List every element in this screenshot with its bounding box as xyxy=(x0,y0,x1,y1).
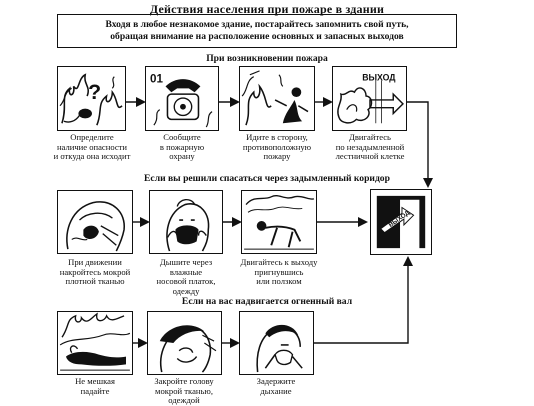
caption-line: лестничной клетке xyxy=(335,151,405,162)
number-label: 01 xyxy=(150,73,163,86)
page-title: Действия населения при пожаре в здании xyxy=(149,2,385,16)
caption-go-away-from-fire: Идите в сторону, противоположную пожару xyxy=(227,132,327,162)
caption-line: охрану xyxy=(169,151,195,162)
intro-line-2: обращая внимание на расположение основны… xyxy=(110,31,404,42)
caption-line: наличие опасности xyxy=(56,141,128,152)
caption-detect-danger: Определите наличие опасности и откуда он… xyxy=(42,132,142,162)
caption-line: пожару xyxy=(263,151,291,162)
panel-cover-head xyxy=(147,311,222,375)
exit-door: ВЫХОД xyxy=(370,189,432,255)
caption-line: Закройте голову xyxy=(154,376,214,386)
caption-line: Определите xyxy=(70,132,114,142)
caption-line: накройтесь мокрой xyxy=(59,266,131,277)
section-heading-fire-start: При возникновении пожара xyxy=(206,53,328,64)
caption-line: дыхание xyxy=(260,385,292,396)
person-holding-breath-icon xyxy=(256,324,303,373)
intro-line-1: Входя в любое незнакомое здание, постара… xyxy=(105,19,409,30)
panel-go-away-from-fire xyxy=(239,66,315,131)
panel-crawl-to-exit xyxy=(241,190,317,254)
caption-line: одеждой xyxy=(168,395,200,406)
exit-door-icon: ВЫХОД xyxy=(376,195,426,251)
caption-breathe-through-cloth: Дышите через влажные носовой платок, оде… xyxy=(136,257,236,296)
caption-line: При движении xyxy=(68,257,122,267)
person-covering-head-icon xyxy=(66,201,125,252)
caption-drop-down: Не мешкая падайте xyxy=(45,376,145,396)
caption-line: носовой платок, xyxy=(156,276,216,287)
caption-call-fire-service: Сообщите в пожарную охрану xyxy=(132,132,232,162)
section-heading-fire-wall: Если на вас надвигается огненный вал xyxy=(181,296,353,307)
caption-line: Сообщите xyxy=(163,132,201,142)
caption-line: падайте xyxy=(80,385,110,396)
svg-text:?: ? xyxy=(88,80,101,104)
panel-detect-danger: ? xyxy=(57,66,126,131)
caption-line: мокрой тканью, xyxy=(155,385,213,396)
intro-box: Входя в любое незнакомое здание, постара… xyxy=(57,14,457,48)
caption-crawl-to-exit: Двигайтесь к выходу пригнувшись или полз… xyxy=(229,257,329,287)
panel-cover-with-wet-cloth xyxy=(57,190,133,254)
caption-line: Не мешкая xyxy=(75,376,115,386)
caption-line: противоположную xyxy=(242,141,312,152)
caption-line: Идите в сторону, xyxy=(246,132,308,142)
panel-drop-down xyxy=(57,311,133,375)
caption-line: или ползком xyxy=(256,276,302,287)
question-fire-icon: ? xyxy=(59,73,123,126)
caption-hold-breath: Задержите дыхание xyxy=(226,376,326,396)
caption-line: влажные xyxy=(169,266,203,277)
fire-icon xyxy=(241,70,309,126)
panel-breathe-through-cloth xyxy=(149,190,223,254)
exit-sign-label: ВЫХОД xyxy=(362,73,396,83)
caption-line: по незадымленной xyxy=(335,141,405,152)
caption-cover-head: Закройте голову мокрой тканью, одеждой xyxy=(134,376,234,406)
section-heading-smoky-corridor: Если вы решили спасаться через задымленн… xyxy=(144,173,390,184)
panel-smokeless-stairs: ВЫХОД xyxy=(332,66,407,131)
person-wet-cloth-icon xyxy=(159,325,217,373)
panel-hold-breath xyxy=(239,311,314,375)
telephone-icon: 01 xyxy=(150,73,213,128)
caption-smokeless-stairs: Двигайтесь по незадымленной лестничной к… xyxy=(320,132,420,162)
caption-line: и откуда она исходит xyxy=(53,151,131,162)
caption-line: пригнувшись xyxy=(254,266,304,277)
caption-line: Двигайтесь к выходу xyxy=(240,257,318,267)
caption-line: плотной тканью xyxy=(65,276,125,287)
caption-line: в пожарную xyxy=(159,141,205,152)
caption-line: одежду xyxy=(172,285,200,296)
person-breathing-cloth-icon xyxy=(166,199,210,252)
caption-cover-with-wet-cloth: При движении накройтесь мокрой плотной т… xyxy=(45,257,145,287)
caption-line: Дышите через xyxy=(159,257,213,267)
person-crawling-icon xyxy=(244,195,315,250)
exit-sign-icon: ВЫХОД xyxy=(337,73,404,124)
person-lying-down-icon xyxy=(59,312,131,371)
caption-line: Двигайтесь xyxy=(349,132,391,142)
panel-call-fire-service: 01 xyxy=(145,66,219,131)
caption-line: Задержите xyxy=(256,376,296,386)
